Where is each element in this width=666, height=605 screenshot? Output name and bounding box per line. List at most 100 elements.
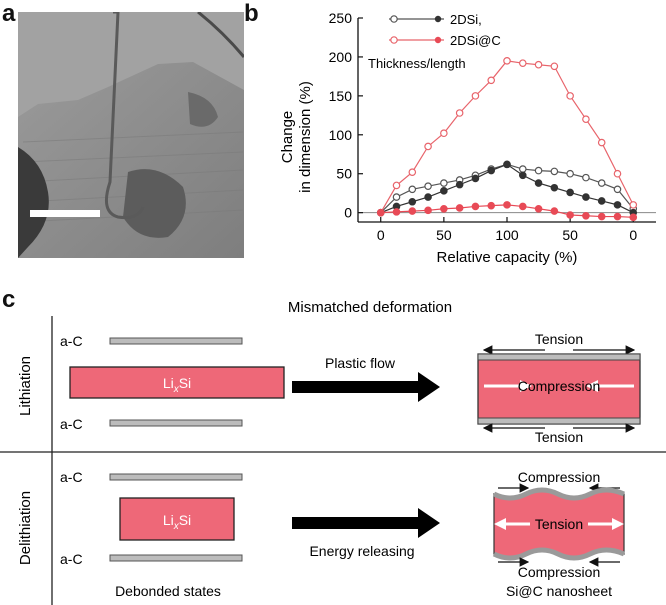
stress-label-top-lithiation: Tension: [535, 331, 583, 347]
data-point: [566, 211, 574, 219]
panel-label-a: a: [2, 0, 16, 27]
panel-label-b: b: [244, 0, 259, 27]
data-point: [471, 92, 480, 100]
data-point: [455, 109, 464, 117]
stress-label-center-lithiation: Compression: [518, 378, 600, 394]
series-1: [376, 160, 638, 217]
tem-micrograph: [18, 12, 244, 258]
data-point: [392, 208, 401, 216]
a-c-plate-bottom-delithiation: [109, 554, 243, 562]
data-point: [518, 202, 527, 211]
y-axis-label-line1: Change: [279, 111, 296, 164]
data-point: [424, 193, 432, 201]
data-point: [408, 197, 417, 206]
a-c-plate-top-delithiation: [109, 473, 243, 481]
chart-legend: 2DSi, 2DSi@C: [389, 12, 501, 48]
y-tick-label: 50: [336, 166, 352, 182]
x-tick-label: 100: [495, 227, 519, 243]
process-label-plastic-flow: Plastic flow: [325, 355, 396, 371]
data-point: [566, 169, 574, 178]
a-c-plate-bottom-lithiation: [109, 419, 243, 427]
panel-label-c: c: [2, 286, 16, 313]
data-point: [471, 202, 480, 211]
data-point: [408, 168, 417, 176]
data-point: [582, 211, 590, 220]
data-point: [440, 129, 448, 138]
data-point: [487, 201, 496, 210]
data-point: [550, 62, 559, 71]
legend-marker-open-red: [390, 36, 398, 44]
y-tick-label: 250: [329, 10, 353, 26]
x-tick-label: 0: [629, 227, 637, 243]
data-point: [440, 187, 448, 195]
x-axis-label: Relative capacity (%): [437, 249, 578, 266]
data-point: [408, 207, 417, 215]
footer-label-nanosheet: Si@C nanosheet: [506, 583, 612, 599]
data-point: [582, 173, 590, 182]
data-point: [471, 174, 480, 183]
sheet-coating-bottom-delithiation: [492, 547, 626, 561]
scale-bar: [30, 210, 100, 217]
data-point: [503, 201, 511, 209]
data-point: [487, 76, 496, 85]
sheet-coating-top-delithiation: [492, 487, 626, 501]
data-point: [503, 57, 511, 65]
x-tick-label: 50: [436, 227, 452, 243]
chart-annotation: Thickness/length: [368, 56, 466, 71]
data-point: [613, 169, 622, 178]
deformation-schematic: Mismatched deformation Lithiation Delith…: [0, 299, 666, 605]
lixsi-label-delithiation: LixSi: [163, 512, 191, 532]
data-point: [582, 115, 590, 124]
stress-label-bottom-delithiation: Compression: [518, 564, 600, 580]
data-point: [518, 59, 527, 67]
legend-marker-filled-grey: [434, 15, 442, 23]
data-point: [534, 60, 543, 69]
data-point: [503, 160, 511, 169]
data-point: [392, 181, 401, 190]
data-point: [550, 167, 559, 176]
y-tick-label: 200: [329, 49, 353, 65]
data-point: [440, 179, 448, 187]
data-point: [613, 201, 622, 209]
a-c-label-top-delithiation: a-C: [60, 469, 83, 485]
data-point: [550, 207, 559, 215]
data-point: [613, 212, 622, 221]
data-point: [566, 188, 574, 197]
data-point: [597, 138, 606, 147]
stress-label-top-delithiation: Compression: [518, 469, 600, 485]
data-point: [424, 182, 432, 190]
series-2: [376, 57, 638, 217]
data-point: [566, 92, 574, 100]
data-point: [424, 142, 432, 151]
y-axis-label-line2: in dimension (%): [297, 81, 314, 193]
a-c-label-bottom-lithiation: a-C: [60, 416, 83, 432]
data-point: [440, 204, 448, 213]
data-point: [487, 166, 496, 175]
diagram-title: Mismatched deformation: [288, 299, 452, 316]
series-3: [376, 201, 638, 222]
lixsi-block-delithiation: [119, 497, 235, 541]
data-point: [455, 204, 464, 212]
data-point: [455, 180, 464, 189]
stress-label-center-delithiation: Tension: [535, 516, 583, 532]
y-tick-label: 150: [329, 88, 353, 104]
sheet-coating-top-lithiation: [477, 353, 641, 361]
a-c-label-bottom-delithiation: a-C: [60, 551, 83, 567]
data-point: [518, 171, 527, 180]
lixsi-block-lithiation: [69, 366, 285, 399]
data-point: [392, 193, 401, 201]
x-tick-label: 50: [562, 227, 578, 243]
sheet-core-lithiation: [477, 353, 641, 425]
data-point: [597, 212, 606, 221]
footer-label-debonded: Debonded states: [115, 583, 221, 599]
data-point: [518, 165, 527, 173]
a-c-plate-top-lithiation: [109, 337, 243, 345]
series-line: [380, 60, 634, 213]
legend-label-2dsi-c: 2DSi@C: [450, 33, 501, 48]
stress-label-bottom-lithiation: Tension: [535, 429, 583, 445]
data-point: [534, 179, 543, 187]
y-tick-label: 0: [344, 205, 352, 221]
legend-marker-open-grey: [390, 15, 398, 23]
row-label-delithiation: Delithiation: [17, 491, 34, 565]
data-point: [376, 208, 385, 217]
